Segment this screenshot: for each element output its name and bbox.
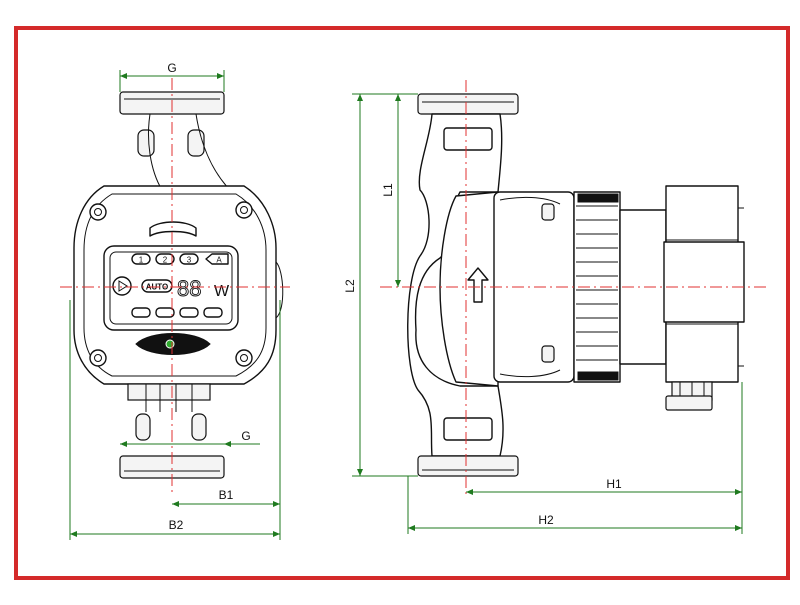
status-led [165,339,175,349]
curve-button-3[interactable] [179,307,199,318]
side-view [407,93,745,477]
front-bottom-bolt-left [135,413,151,441]
power-unit: W [214,283,230,300]
side-top-window [443,127,493,151]
dim-label-b2: B2 [169,518,184,532]
speed-3-label: 3 [187,256,192,265]
play-icon[interactable] [112,276,132,296]
front-screw-tr [235,201,253,219]
dimension-arrows [70,73,742,537]
front-top-bolt-left [137,129,155,157]
dim-label-h2: H2 [538,513,554,527]
side-motor-housing [439,191,499,387]
speed-1-button[interactable] [131,253,151,265]
front-view: 1 2 3 A AUTO 88 W [73,91,284,479]
curve-button-2[interactable] [155,307,175,318]
side-fin-lines [576,193,619,381]
dim-label-g-top: G [167,61,176,75]
dimension-lines [69,70,743,540]
front-screw-br [235,349,253,367]
front-top-bolt-right [187,129,205,157]
flow-arrow-icon [467,267,489,303]
panel-top-slot [149,221,197,237]
curve-button-1[interactable] [131,307,151,318]
dim-label-g-bottom: G [241,429,250,443]
power-display: 88 [177,276,201,301]
speed-2-label: 2 [163,256,168,265]
mode-a-button[interactable] [205,253,229,265]
curve-buttons [131,307,223,318]
curve-button-4[interactable] [203,307,223,318]
speed-2-button[interactable] [155,253,175,265]
front-bottom-bolt-right [191,413,207,441]
front-screw-bl [89,349,107,367]
dim-label-h1: H1 [606,477,622,491]
side-bottom-flange [417,455,519,477]
front-screw-tl [89,203,107,221]
dim-label-b1: B1 [219,488,234,502]
dim-label-l1: L1 [381,183,395,197]
dim-label-l2: L2 [343,279,357,293]
speed-1-label: 1 [139,256,144,265]
mode-a-label: A [216,256,222,265]
drawing-frame [14,26,790,580]
side-top-flange [417,93,519,115]
side-bottom-window [443,417,493,441]
speed-3-button[interactable] [179,253,199,265]
